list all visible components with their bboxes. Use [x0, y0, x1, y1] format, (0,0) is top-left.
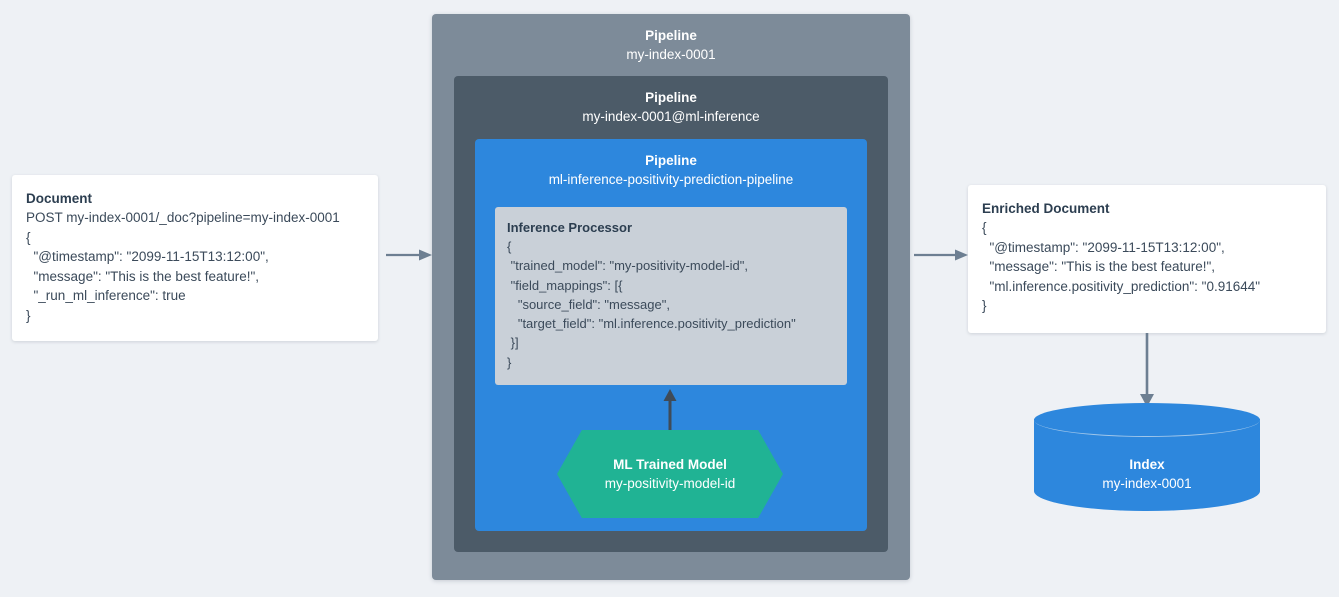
inference-processor-box: Inference Processor { "trained_model": "…	[495, 207, 847, 385]
ml-trained-model-name: my-positivity-model-id	[604, 475, 736, 491]
enriched-document-title: Enriched Document	[982, 201, 1110, 216]
document-card-line: "_run_ml_inference": true	[26, 288, 186, 303]
document-card-title: Document	[26, 191, 93, 206]
pipeline-inner-container: Pipeline ml-inference-positivity-predict…	[475, 139, 867, 531]
pipeline-outer-container: Pipeline my-index-0001 Pipeline my-index…	[432, 14, 910, 580]
index-kind: Index	[1129, 457, 1165, 472]
ml-trained-model-kind: ML Trained Model	[613, 456, 727, 472]
index-label: Index my-index-0001	[1034, 455, 1260, 494]
pipeline-inner-name: ml-inference-positivity-prediction-pipel…	[548, 172, 794, 187]
enriched-document-line: "@timestamp": "2099-11-15T13:12:00",	[982, 239, 1225, 255]
pipeline-middle-header: Pipeline my-index-0001@ml-inference	[454, 76, 888, 127]
arrow-model-to-processor-icon	[658, 389, 682, 435]
inference-processor-line: }	[507, 354, 512, 370]
enriched-document-line: "message": "This is the best feature!",	[982, 259, 1216, 274]
document-card: Document POST my-index-0001/_doc?pipelin…	[12, 175, 378, 341]
enriched-document-line: {	[982, 220, 987, 235]
pipeline-outer-name: my-index-0001	[626, 47, 716, 62]
inference-processor-line: "trained_model": "my-positivity-model-id…	[507, 258, 748, 274]
inference-processor-line: "target_field": "ml.inference.positivity…	[507, 316, 796, 332]
pipeline-middle-name: my-index-0001@ml-inference	[582, 109, 760, 124]
inference-processor-line: {	[507, 239, 512, 254]
index-cylinder-node: Index my-index-0001	[1034, 403, 1260, 527]
document-card-line: {	[26, 229, 31, 245]
document-card-line: "message": "This is the best feature!",	[26, 268, 260, 284]
cylinder-top-ellipse	[1034, 403, 1260, 437]
pipeline-middle-container: Pipeline my-index-0001@ml-inference Pipe…	[454, 76, 888, 552]
index-name: my-index-0001	[1102, 476, 1192, 491]
inference-processor-line: "field_mappings": [{	[507, 277, 623, 293]
arrow-document-to-pipeline-icon	[386, 246, 432, 264]
pipeline-inner-kind: Pipeline	[645, 153, 697, 168]
enriched-document-card: Enriched Document { "@timestamp": "2099-…	[968, 185, 1326, 333]
inference-processor-line: "source_field": "message",	[507, 296, 670, 312]
document-card-line: "@timestamp": "2099-11-15T13:12:00",	[26, 249, 269, 264]
inference-processor-line: }]	[507, 335, 519, 351]
document-card-line: POST my-index-0001/_doc?pipeline=my-inde…	[26, 210, 340, 225]
hexagon-shape	[557, 430, 783, 518]
arrow-pipeline-to-enriched-icon	[914, 246, 968, 264]
document-card-line: }	[26, 307, 31, 323]
ml-trained-model-label: ML Trained Model my-positivity-model-id	[557, 430, 783, 518]
pipeline-middle-kind: Pipeline	[645, 90, 697, 105]
pipeline-outer-header: Pipeline my-index-0001	[432, 14, 910, 65]
pipeline-inner-header: Pipeline ml-inference-positivity-predict…	[475, 139, 867, 190]
inference-processor-title: Inference Processor	[507, 220, 633, 235]
pipeline-outer-kind: Pipeline	[645, 28, 697, 43]
ml-trained-model-node: ML Trained Model my-positivity-model-id	[557, 430, 783, 518]
enriched-document-line: }	[982, 298, 987, 313]
arrow-enriched-to-index-icon	[1135, 333, 1159, 407]
enriched-document-line: "ml.inference.positivity_prediction": "0…	[982, 278, 1261, 294]
